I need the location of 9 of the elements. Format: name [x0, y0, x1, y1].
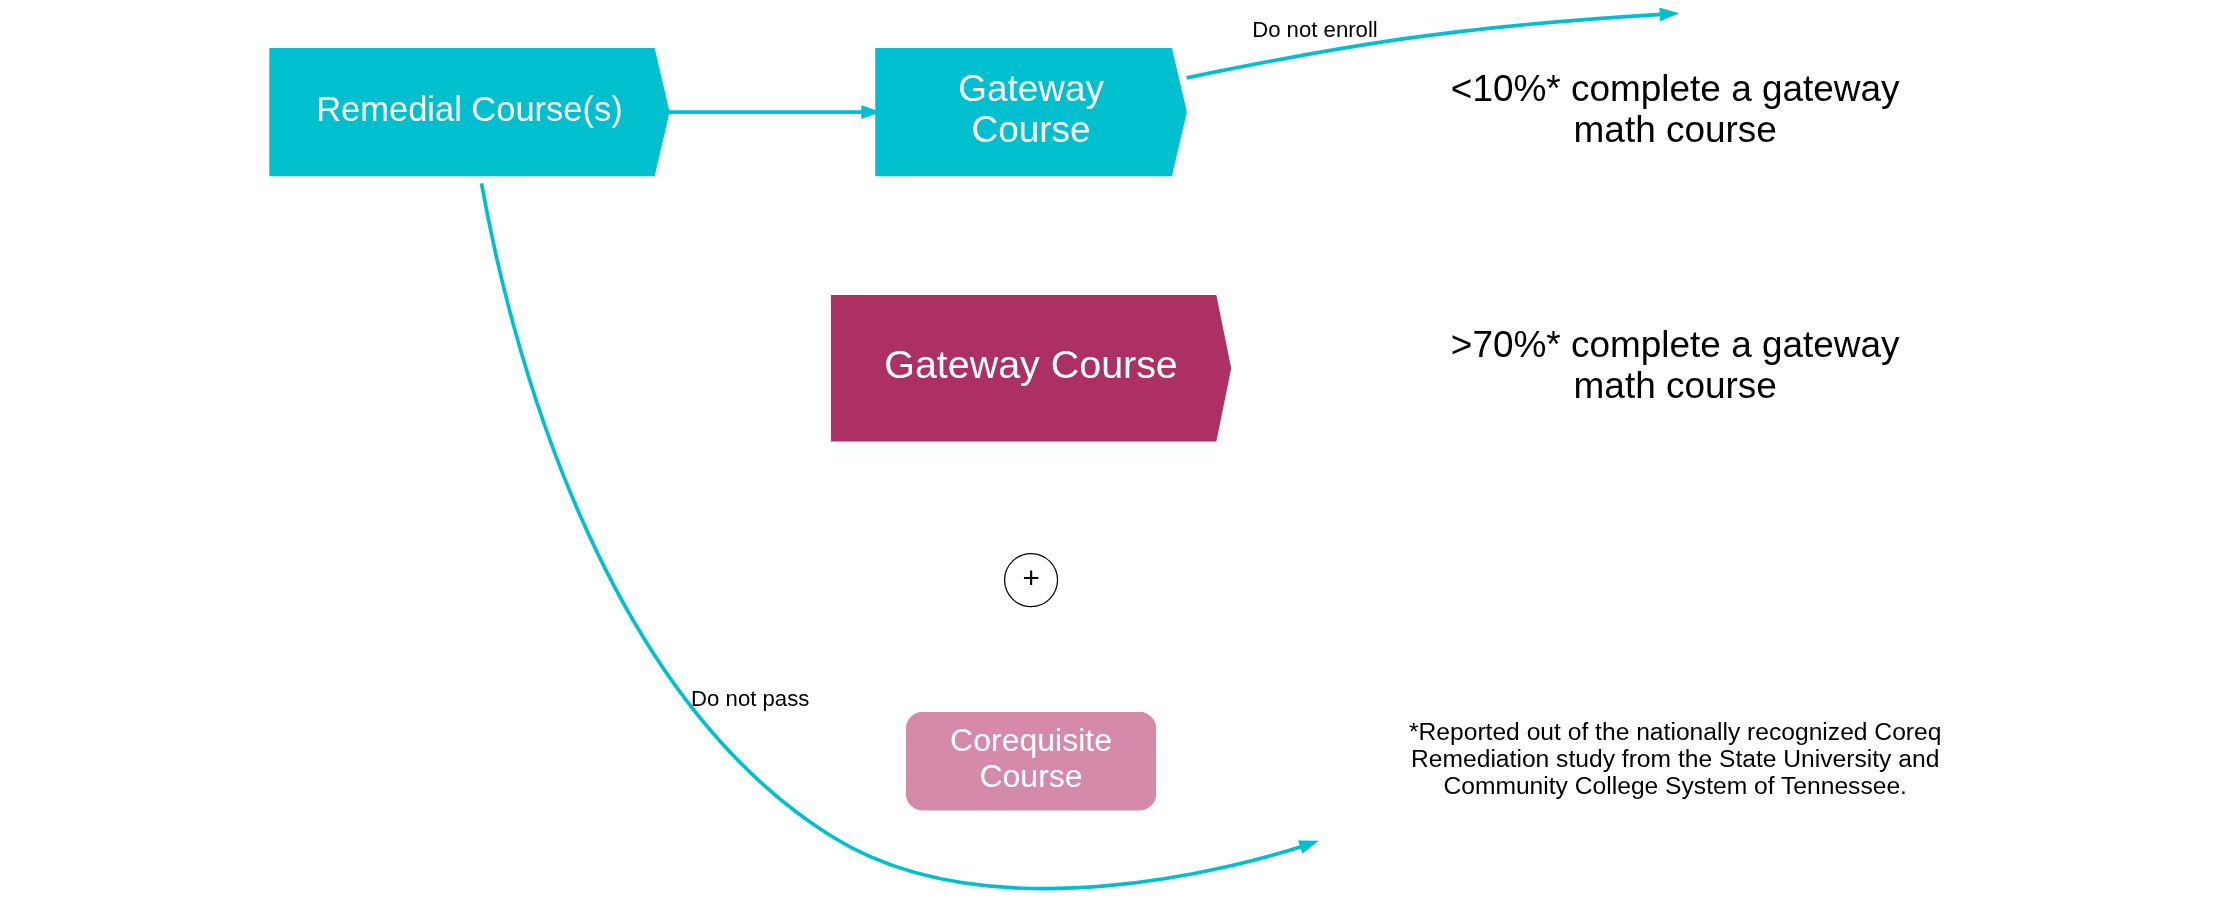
edge-label: Do not pass	[691, 686, 810, 712]
arrow	[1186, 8, 1680, 80]
node-text: >70%* complete a gateway math course	[1450, 324, 1900, 406]
node-circle: +	[1003, 553, 1059, 608]
node-text: <10%* complete a gateway math course	[1450, 68, 1900, 150]
edge-label: Do not enroll	[1252, 17, 1378, 43]
node-box: Corequisite Course	[906, 711, 1157, 811]
arrow	[479, 183, 1319, 891]
label: *Reported out of the nationally recognized Coreq Remediation study from the State University and Community College System of Tennessee.	[1408, 718, 1942, 800]
